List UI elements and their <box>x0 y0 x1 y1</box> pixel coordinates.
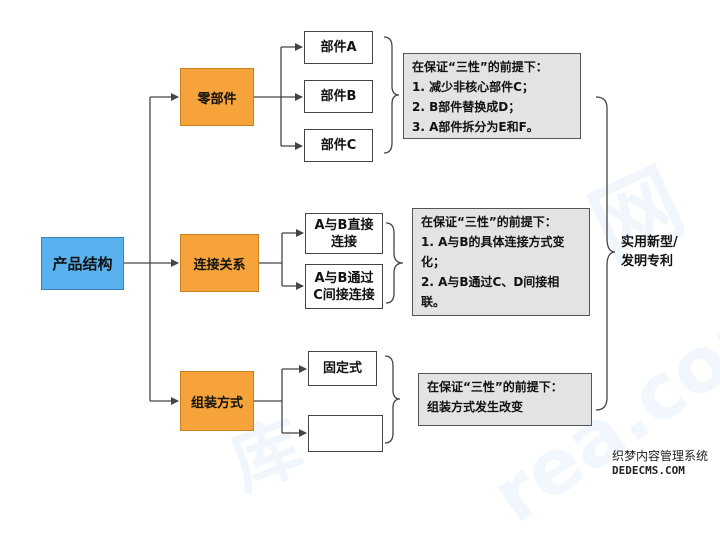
note-line: 在保证“三性”的前提下： <box>412 60 548 74</box>
note-parts: 在保证“三性”的前提下： 1. 减少非核心部件C； 2. B部件替换成D； 3.… <box>403 53 581 139</box>
note-line: 3. A部件拆分为E和F。 <box>412 120 539 134</box>
fixed-assembly-node: 固定式 <box>308 351 377 386</box>
result-line: 实用新型/ <box>621 235 678 250</box>
part-b-node: 部件B <box>304 80 373 113</box>
note-connections: 在保证“三性”的前提下： 1. A与B的具体连接方式变 化； 2. A与B通过C… <box>412 208 590 316</box>
detachable-assembly-node <box>308 415 383 452</box>
connector-lines <box>124 36 616 444</box>
part-a-node: 部件A <box>304 31 373 64</box>
note-line: 化； <box>421 255 446 269</box>
result-line: 发明专利 <box>621 254 674 269</box>
root-node: 产品结构 <box>41 237 124 290</box>
note-line: 2. A与B通过C、D间接相 <box>421 275 560 289</box>
watermark-site-url: DEDECMS.COM <box>612 464 685 477</box>
category-parts: 零部件 <box>180 68 254 126</box>
note-line: 1. A与B的具体连接方式变 <box>421 235 565 249</box>
category-connections: 连接关系 <box>180 234 259 292</box>
part-c-node: 部件C <box>304 129 373 162</box>
note-line: 在保证“三性”的前提下： <box>427 380 563 394</box>
note-line: 组装方式发生改变 <box>427 400 524 414</box>
indirect-connection-node: A与B通过C间接连接 <box>305 264 383 309</box>
note-assembly: 在保证“三性”的前提下： 组装方式发生改变 <box>418 373 592 426</box>
note-line: 联。 <box>421 295 446 309</box>
watermark-site-name: 织梦内容管理系统 <box>612 449 709 463</box>
result-label: 实用新型/ 发明专利 <box>621 233 678 271</box>
note-line: 1. 减少非核心部件C； <box>412 80 534 94</box>
category-assembly: 组装方式 <box>180 371 254 431</box>
note-line: 2. B部件替换成D； <box>412 100 521 114</box>
direct-connection-node: A与B直接连接 <box>305 213 383 254</box>
diagram-canvas: 网 库 rea.com <box>41 31 720 540</box>
note-line: 在保证“三性”的前提下： <box>421 215 557 229</box>
